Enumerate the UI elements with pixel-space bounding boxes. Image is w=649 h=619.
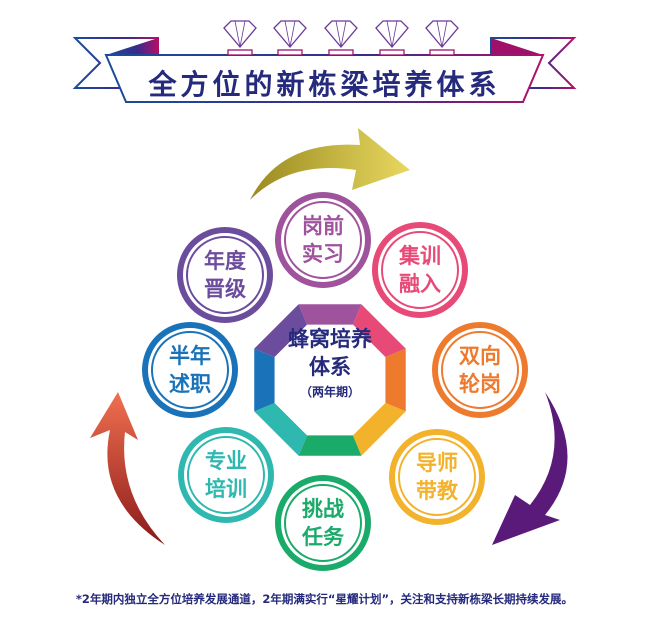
stage-circle: 集训 融入 — [372, 222, 468, 318]
octagon-segment — [352, 304, 406, 358]
stage-label: 岗前 实习 — [284, 201, 362, 279]
octagon-segment — [298, 435, 362, 456]
octagon-segment — [254, 402, 308, 456]
diamond-icon — [375, 20, 409, 56]
stage-label: 导师 带教 — [398, 438, 476, 516]
center-label: 蜂窝培养 体系 （两年期） — [270, 325, 390, 400]
octagon-segment — [254, 348, 275, 412]
octagon-segment — [385, 348, 406, 412]
stage-label: 集训 融入 — [381, 231, 459, 309]
stage-circle: 专业 培训 — [178, 427, 274, 523]
diamond-icon — [324, 20, 358, 56]
red-arrow — [90, 392, 165, 545]
octagon-segment — [352, 402, 406, 456]
stage-circle: 年度 晋级 — [177, 227, 273, 323]
stage-circle: 双向 轮岗 — [432, 322, 528, 418]
diamond-icon — [425, 20, 459, 56]
stage-label: 年度 晋级 — [186, 236, 264, 314]
page-title: 全方位的新栋梁培养体系 — [148, 68, 501, 101]
stage-circle: 岗前 实习 — [275, 192, 371, 288]
center-subtitle: （两年期） — [299, 385, 360, 399]
stage-label: 挑战 任务 — [284, 484, 362, 562]
honeycomb-octagon — [254, 304, 406, 456]
ribbon-banner — [72, 37, 577, 103]
diamond-icons — [223, 20, 459, 56]
octagon-segment — [254, 304, 308, 358]
purple-arrow — [492, 392, 568, 545]
stage-circle: 导师 带教 — [389, 429, 485, 525]
stage-label: 半年 述职 — [151, 331, 229, 409]
stage-circle: 半年 述职 — [142, 322, 238, 418]
stage-label: 双向 轮岗 — [441, 331, 519, 409]
gold-arrow — [250, 128, 410, 200]
diamond-icon — [273, 20, 307, 56]
footnote: *2年期内独立全方位培养发展通道，2年期满实行“星耀计划”，关注和支持新栋梁长期… — [75, 592, 574, 606]
diamond-icon — [223, 20, 257, 56]
octagon-segment — [298, 304, 362, 325]
stage-circle: 挑战 任务 — [275, 475, 371, 571]
center-title: 蜂窝培养 体系 — [288, 327, 372, 379]
stage-label: 专业 培训 — [187, 436, 265, 514]
